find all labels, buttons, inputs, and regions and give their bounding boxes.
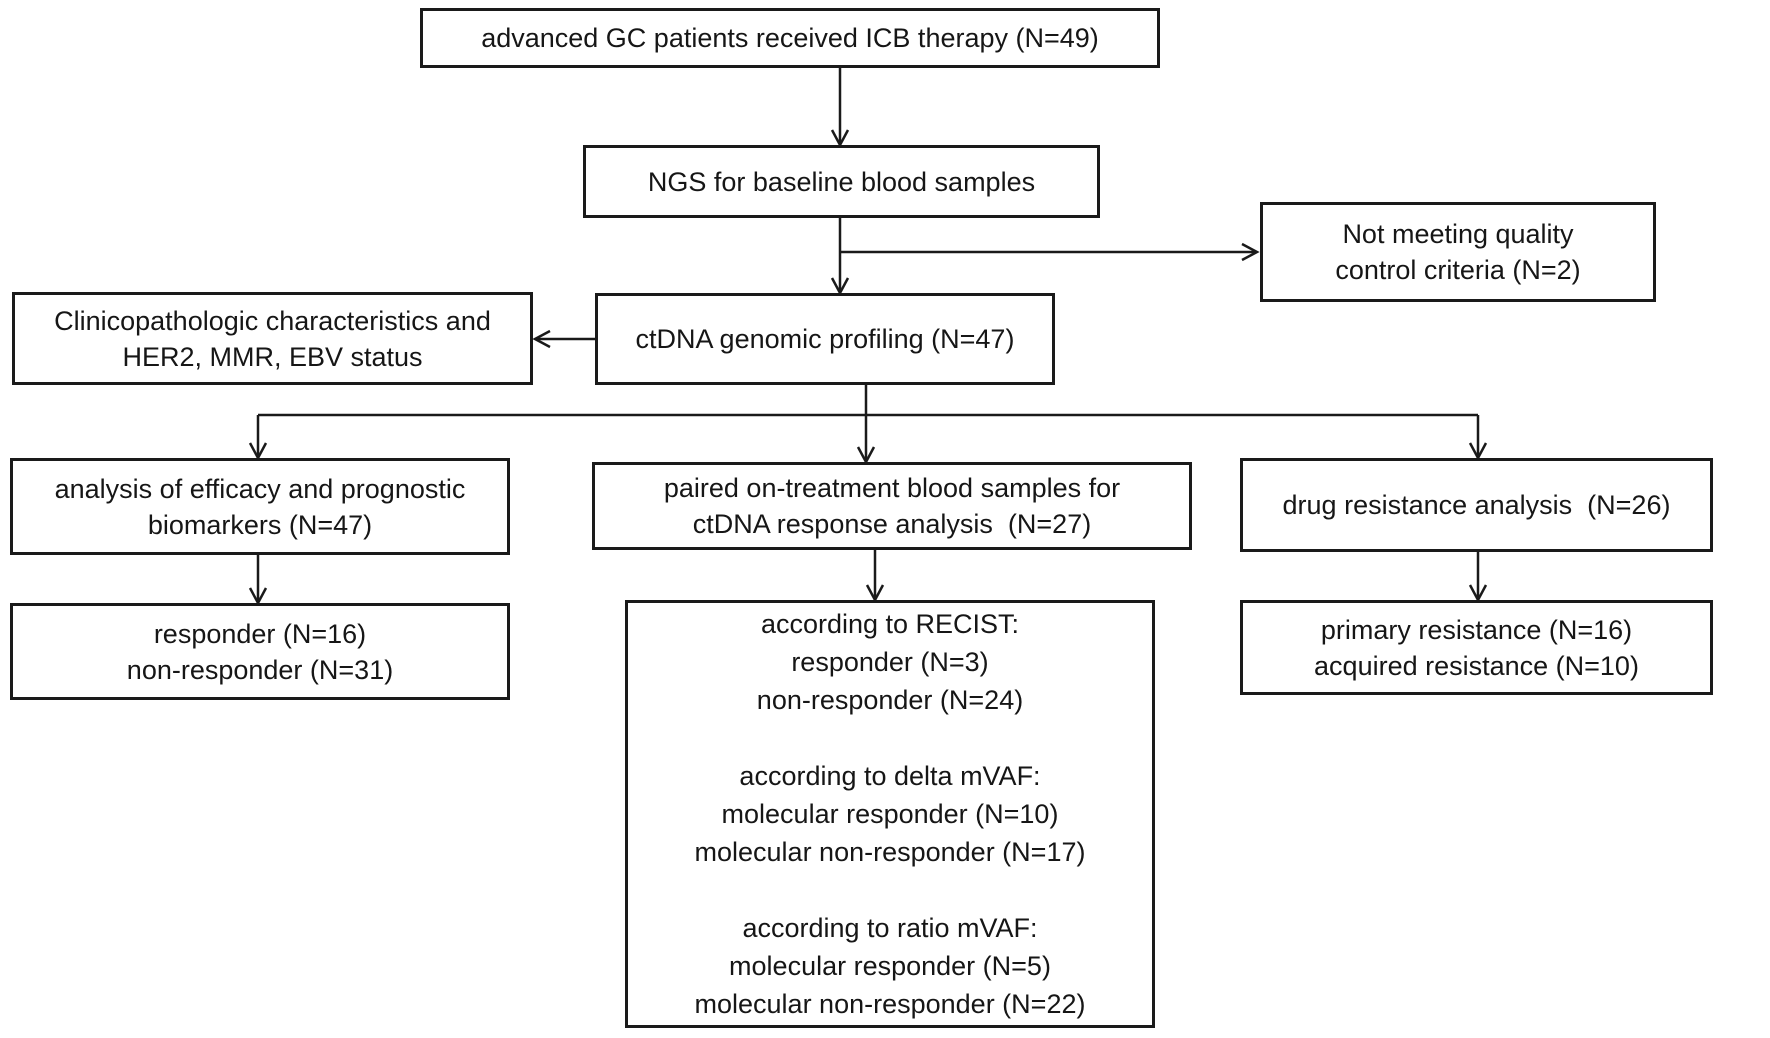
node-text: analysis of efficacy and prognostic <box>54 473 466 504</box>
node-text: responder (N=16) <box>153 618 367 649</box>
node-text: ctDNA response analysis (N=27) <box>692 509 1092 539</box>
node-text: responder (N=3) <box>791 647 989 677</box>
node-text: biomarkers (N=47) <box>147 509 373 540</box>
node-text: Clinicopathologic characteristics and <box>54 305 491 336</box>
node-text: non-responder (N=31) <box>126 654 394 685</box>
node-text: primary resistance (N=16) <box>1320 614 1633 645</box>
node-text: molecular non-responder (N=22) <box>694 989 1086 1019</box>
node-text: according to RECIST: <box>760 609 1020 639</box>
node-ctdna-response-groups: according to RECIST: responder (N=3) non… <box>625 600 1155 1028</box>
node-text: acquired resistance (N=10) <box>1314 650 1639 681</box>
node-ngs-baseline: NGS for baseline blood samples <box>583 145 1100 218</box>
node-text: HER2, MMR, EBV status <box>122 341 423 372</box>
node-paired-on-treatment: paired on-treatment blood samples for ct… <box>592 462 1192 550</box>
node-text: molecular responder (N=10) <box>721 799 1059 829</box>
node-clinicopathologic: Clinicopathologic characteristics and HE… <box>12 292 533 385</box>
node-text: molecular non-responder (N=17) <box>694 837 1086 867</box>
node-text: drug resistance analysis (N=26) <box>1282 490 1671 520</box>
node-text: ctDNA genomic profiling (N=47) <box>635 324 1015 354</box>
node-ctdna-profiling: ctDNA genomic profiling (N=47) <box>595 293 1055 385</box>
node-advanced-gc-patients: advanced GC patients received ICB therap… <box>420 8 1160 68</box>
node-text: advanced GC patients received ICB therap… <box>481 23 1099 53</box>
node-text: non-responder (N=24) <box>756 685 1024 715</box>
node-text: molecular responder (N=5) <box>729 951 1051 981</box>
node-text: paired on-treatment blood samples for <box>663 473 1121 503</box>
node-text: control criteria (N=2) <box>1335 255 1581 285</box>
node-text: according to ratio mVAF: <box>742 913 1038 943</box>
node-resistance-split: primary resistance (N=16) acquired resis… <box>1240 600 1713 695</box>
node-text: according to delta mVAF: <box>739 761 1041 791</box>
node-responder-split: responder (N=16) non-responder (N=31) <box>10 603 510 700</box>
node-text: Not meeting quality <box>1342 219 1574 249</box>
node-quality-control-excluded: Not meeting quality control criteria (N=… <box>1260 202 1656 302</box>
arrowhead-left-icon <box>532 329 551 349</box>
node-drug-resistance: drug resistance analysis (N=26) <box>1240 458 1713 552</box>
node-text: NGS for baseline blood samples <box>647 166 1036 197</box>
arrowhead-right-icon <box>1241 242 1260 262</box>
node-efficacy-biomarkers: analysis of efficacy and prognostic biom… <box>10 458 510 555</box>
